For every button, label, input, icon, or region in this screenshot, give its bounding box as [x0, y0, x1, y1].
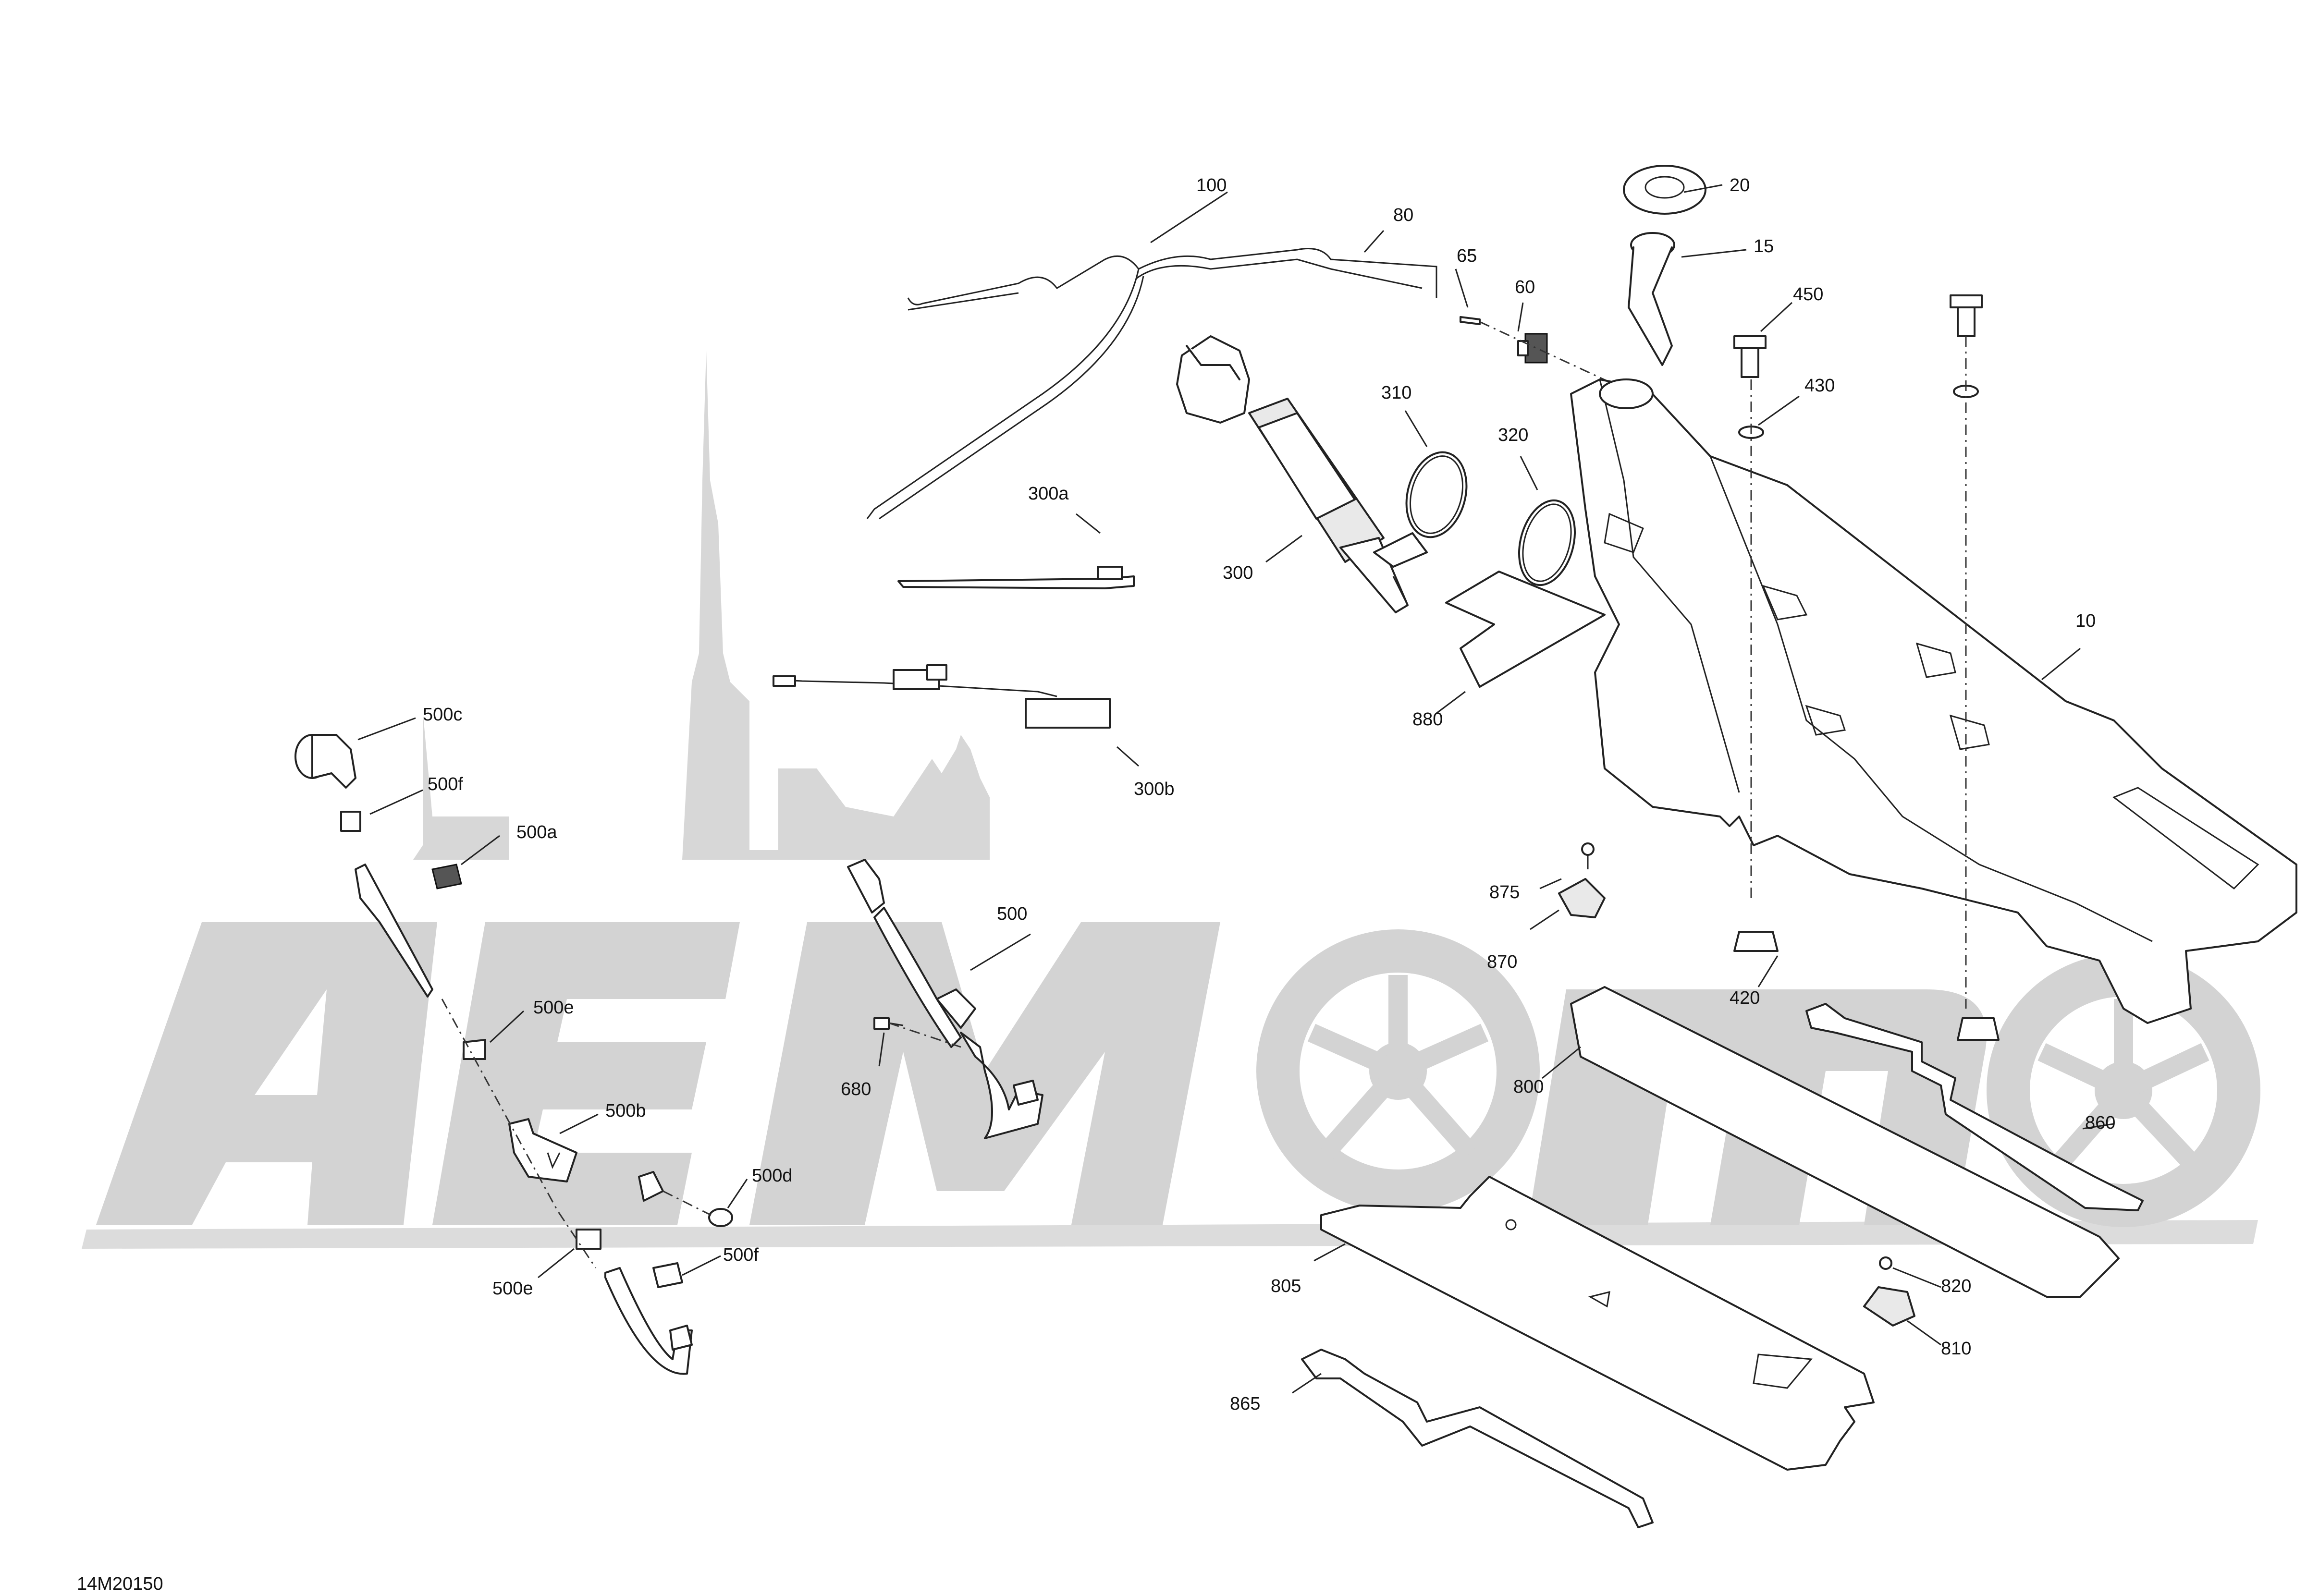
label-450: 450	[1793, 284, 1823, 305]
label-500f-top: 500f	[428, 774, 463, 794]
part-810-clip	[1863, 1286, 1915, 1327]
watermark-letter-e	[432, 922, 740, 1225]
part-310-ring	[1405, 451, 1468, 538]
part-500c-elbow	[295, 734, 356, 789]
label-805: 805	[1271, 1276, 1301, 1296]
part-500-pipe-bottom	[604, 1267, 693, 1375]
axis-60-tank	[1479, 321, 1615, 385]
part-15-filler-neck	[1628, 232, 1675, 366]
part-420-grommet	[1733, 931, 2000, 1041]
label-300b: 300b	[1134, 779, 1175, 799]
label-500a: 500a	[516, 822, 557, 842]
part-300b-float	[773, 664, 1111, 729]
label-500f-bottom: 500f	[723, 1245, 759, 1265]
axis-500d	[663, 1190, 712, 1216]
part-500b-filter	[508, 1118, 577, 1182]
part-430-washer	[1738, 385, 1979, 439]
label-100: 100	[1196, 175, 1227, 195]
label-10: 10	[2075, 611, 2096, 631]
label-860: 860	[2085, 1113, 2115, 1133]
label-430: 430	[1804, 376, 1835, 396]
label-875: 875	[1489, 882, 1520, 902]
part-500e-collar-bottom	[576, 1229, 601, 1250]
label-500e-bottom: 500e	[492, 1279, 533, 1299]
label-500e-top: 500e	[533, 998, 574, 1018]
label-300a: 300a	[1028, 484, 1069, 504]
part-500e-collar-top	[463, 1039, 486, 1060]
watermark-letter-a	[96, 922, 437, 1225]
part-320-gasket	[1518, 499, 1576, 586]
label-300: 300	[1223, 563, 1253, 583]
part-500a-sleeve	[431, 864, 462, 889]
part-680-screw	[873, 1017, 904, 1030]
label-680: 680	[841, 1079, 871, 1099]
label-500: 500	[997, 904, 1027, 924]
part-300-fuel-pump	[1176, 335, 1428, 613]
label-870: 870	[1487, 952, 1517, 972]
part-500-pipe-left	[355, 864, 433, 998]
label-500d: 500d	[752, 1166, 793, 1186]
part-870-clip	[1558, 878, 1606, 918]
watermark-underline	[82, 1220, 2258, 1249]
label-20: 20	[1730, 175, 1750, 195]
part-805-plate	[1320, 1176, 1875, 1471]
watermark-wheel-1	[1256, 929, 1540, 1213]
part-800-heat-shield	[1570, 986, 2120, 1298]
part-20-cap	[1623, 165, 1706, 215]
part-875-screw	[1581, 842, 1595, 869]
label-500b: 500b	[605, 1101, 646, 1121]
label-80: 80	[1393, 205, 1413, 225]
part-65-screw	[1460, 316, 1481, 325]
part-450-bolt	[1733, 335, 1767, 378]
part-300a-rod	[897, 566, 1135, 589]
part-820-screw	[1879, 1256, 1892, 1270]
part-450-bolt-right	[1950, 294, 1983, 337]
part-860-bracket	[1805, 1003, 2144, 1211]
label-60: 60	[1515, 277, 1535, 297]
part-500f-clamp-top	[340, 811, 361, 832]
leader-lines	[357, 184, 2114, 1394]
label-65: 65	[1457, 246, 1477, 266]
part-500-hose	[847, 859, 1043, 1139]
watermark-skyline	[413, 351, 990, 860]
part-10-fuel-tank	[1570, 378, 2297, 1024]
label-880: 880	[1412, 709, 1443, 730]
axis-680	[888, 1022, 961, 1048]
part-80-100-hoses	[866, 248, 1437, 520]
label-320: 320	[1498, 425, 1528, 445]
label-810: 810	[1941, 1339, 1971, 1359]
part-60-valve	[1517, 333, 1548, 364]
part-880-pad	[1445, 571, 1606, 688]
label-310: 310	[1381, 383, 1411, 403]
label-15: 15	[1754, 236, 1774, 256]
part-500f-clamp-bottom	[652, 1262, 683, 1288]
part-865-bracket	[1301, 1349, 1654, 1528]
label-800: 800	[1513, 1077, 1544, 1097]
label-820: 820	[1941, 1276, 1971, 1296]
label-865: 865	[1230, 1394, 1260, 1414]
callout-labels: 100 80 65 60 20 15 450 430 310 320 300a …	[77, 175, 2115, 1594]
drawing-number: 14M20150	[77, 1574, 163, 1594]
label-420: 420	[1730, 988, 1760, 1008]
label-500c: 500c	[423, 705, 462, 725]
